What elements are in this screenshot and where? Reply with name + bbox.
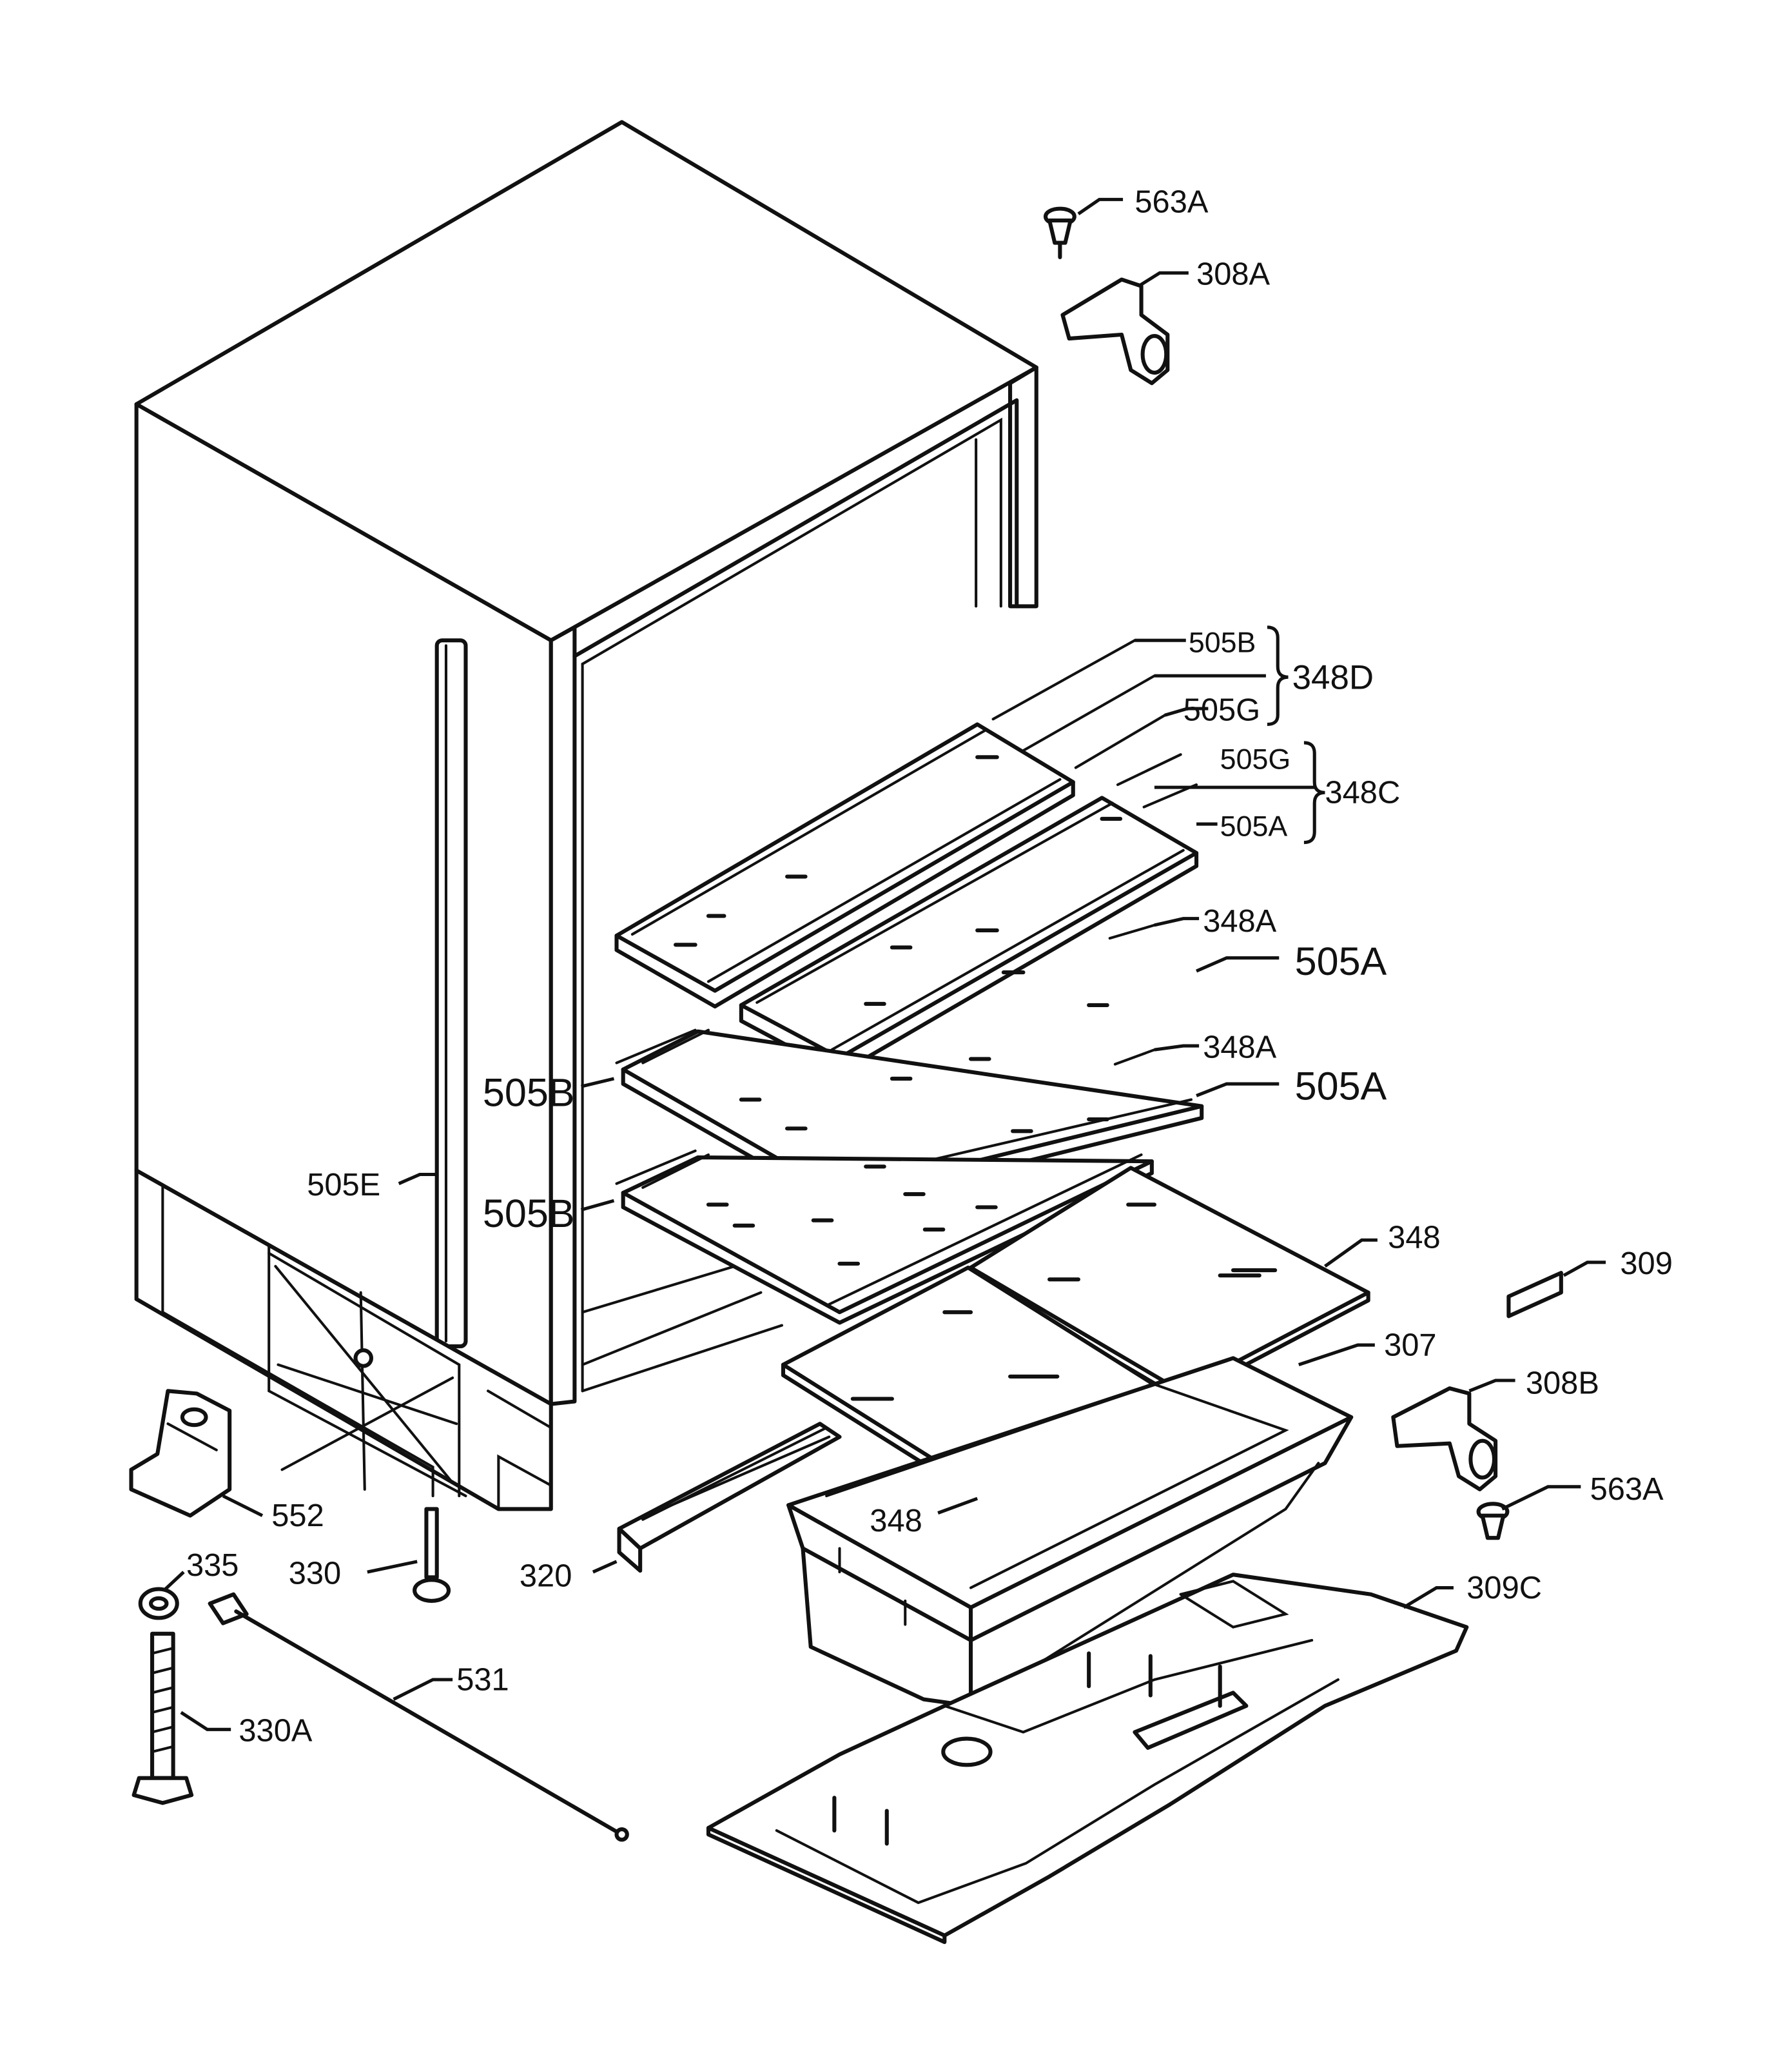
label-505a-2: 505A: [1295, 1064, 1387, 1108]
label-505b-top: 505B: [1189, 627, 1256, 659]
label-505b-2: 505B: [483, 1192, 575, 1235]
drain-pan-309c: [706, 1573, 1469, 1945]
label-309c: 309C: [1466, 1571, 1542, 1605]
label-563a-bottom: 563A: [1590, 1472, 1664, 1507]
label-348d: 348D: [1292, 658, 1374, 696]
label-505g-1: 505G: [1183, 692, 1260, 727]
label-348c: 348C: [1325, 776, 1400, 810]
shelf-348a-lower: [621, 1153, 1154, 1325]
brace-348c: [1303, 741, 1325, 845]
label-505a-1: 505A: [1295, 939, 1387, 983]
refrigerator-cabinet: [134, 120, 1038, 1511]
label-307: 307: [1384, 1328, 1436, 1362]
label-330: 330: [289, 1556, 341, 1591]
rod-531: [208, 1592, 629, 1842]
bracket-552: [129, 1389, 232, 1518]
label-563a-top: 563A: [1135, 185, 1208, 220]
label-552: 552: [271, 1498, 324, 1533]
explode-lines: [615, 639, 1198, 1185]
shelf-markings: [674, 755, 1278, 1401]
grille-320: [617, 1422, 842, 1573]
brace-348d: [1267, 625, 1289, 726]
label-505g-2: 505G: [1220, 743, 1291, 776]
label-335: 335: [186, 1548, 239, 1583]
label-348a-1: 348A: [1203, 904, 1276, 939]
label-505e: 505E: [307, 1168, 380, 1202]
plug-563a-top: [1043, 206, 1076, 259]
crisper-bin-307: [786, 1356, 1354, 1708]
leader-lines: [162, 197, 1606, 1731]
shelf-348d: [614, 722, 1075, 1009]
hinge-308b: [1391, 1386, 1498, 1491]
hinge-308a: [1060, 277, 1170, 386]
label-348-1: 348: [1388, 1220, 1440, 1255]
label-505a-small: 505A: [1220, 810, 1288, 842]
leveling-screw-330a: [131, 1631, 194, 1805]
leveling-foot-330: [413, 1507, 451, 1603]
label-320: 320: [520, 1559, 572, 1594]
label-309: [1506, 1271, 1563, 1319]
part-labels: 563A 308A 505B 348D 505G 505G 348C 505A …: [186, 185, 1673, 1749]
label-308b: 308B: [1526, 1366, 1599, 1400]
shelf-348c: [739, 796, 1199, 1075]
label-348-2: 348: [870, 1504, 922, 1538]
label-308a: 308A: [1196, 257, 1270, 292]
label-309: 309: [1620, 1246, 1672, 1281]
label-348a-2: 348A: [1203, 1030, 1276, 1065]
plug-563a-bottom: [1476, 1502, 1510, 1540]
gear-335: [138, 1587, 179, 1620]
label-531: 531: [456, 1662, 509, 1697]
label-505b-1: 505B: [483, 1071, 575, 1115]
label-330a: 330A: [239, 1714, 312, 1749]
